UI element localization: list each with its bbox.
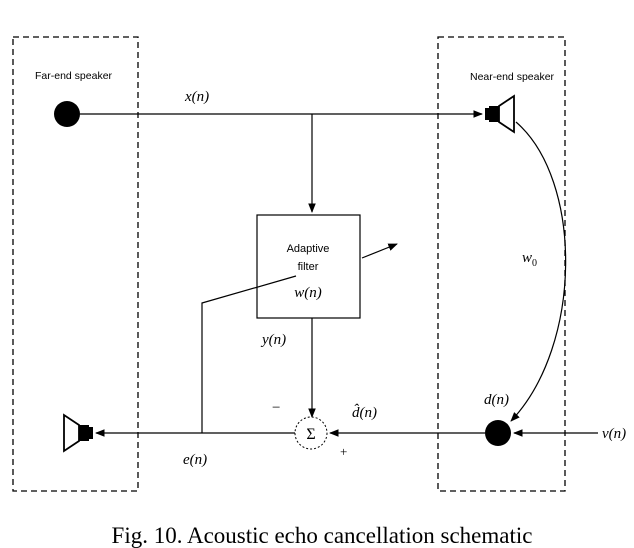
far-end-source-dot: [54, 101, 80, 127]
summer-plus: +: [340, 444, 347, 459]
filter-label-line1: Adaptive: [287, 243, 330, 255]
filter-weight-label: w(n): [294, 285, 322, 301]
e-label: e(n): [183, 452, 207, 468]
near-end-box: [437, 36, 566, 492]
echo-path-curve: [510, 121, 567, 422]
w0-subscript: 0: [532, 258, 537, 269]
w0-label: w0: [522, 250, 537, 269]
v-label: v(n): [602, 426, 626, 442]
near-end-speaker-icon: [485, 94, 515, 134]
d-hat-label: d̂(n): [352, 404, 377, 421]
x-label: x(n): [184, 89, 209, 105]
near-end-label: Near-end speaker: [470, 71, 555, 83]
far-end-box: [12, 36, 139, 492]
far-end-label: Far-end speaker: [35, 70, 113, 82]
summer-symbol: Σ: [306, 426, 315, 443]
near-end-mic-dot: [485, 420, 511, 446]
y-label: y(n): [260, 332, 286, 348]
figure-caption: Fig. 10. Acoustic echo cancellation sche…: [112, 523, 533, 548]
d-label: d(n): [484, 392, 509, 408]
far-end-speaker-icon: [63, 413, 93, 453]
error-feedback-line: [201, 275, 297, 433]
summer-minus: −: [272, 400, 280, 416]
adaptation-arrow: [361, 243, 398, 259]
adaptive-filter-box: [256, 214, 361, 319]
w0-main: w: [522, 250, 532, 266]
filter-label-line2: filter: [298, 261, 319, 273]
